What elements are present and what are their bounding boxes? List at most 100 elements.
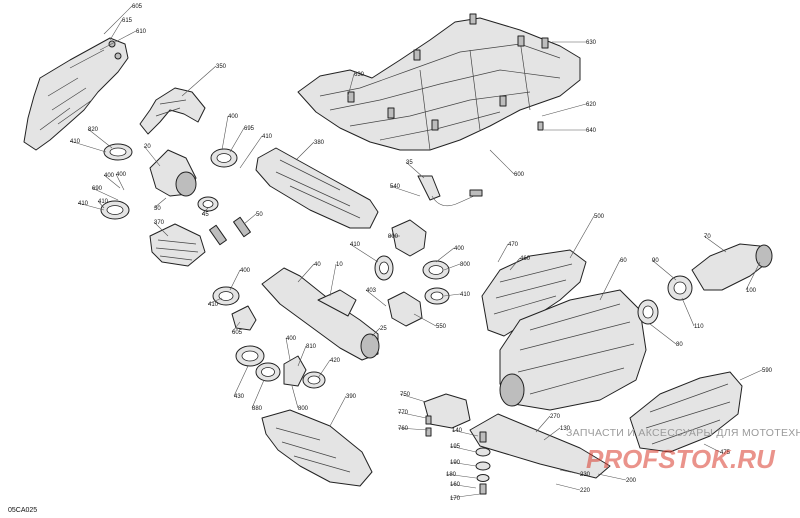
gasket-80 [637,299,659,325]
part-callout-403: 403 [366,288,377,294]
part-callout-220: 220 [580,488,591,494]
leader-line [543,427,561,441]
part-callout-140: 140 [452,428,463,434]
hardware-stack [425,415,491,495]
leader-line [443,293,461,297]
leader-line [297,345,307,367]
leader-line [153,221,169,237]
clamp-880 [255,362,281,382]
leader-line [389,185,421,197]
part-callout-350: 350 [216,64,227,70]
leader-line [329,395,347,427]
leader-line [233,365,249,397]
clamp-400-top [210,148,238,168]
leader-line [153,197,167,209]
part-callout-410: 410 [208,302,219,308]
heat-shield-390 [261,409,373,487]
clamp-420 [302,371,326,389]
clamp-820 [103,143,133,161]
part-callout-630: 630 [354,72,365,78]
part-callout-470: 470 [508,242,519,248]
part-callout-610: 610 [136,29,147,35]
part-callout-460: 460 [520,256,531,262]
part-callout-410: 410 [350,242,361,248]
part-callout-410: 410 [262,134,273,140]
part-callout-630: 630 [586,40,597,46]
part-callout-110: 110 [694,324,704,330]
part-callout-605: 605 [132,4,143,10]
leader-line [109,19,123,41]
leader-line [87,128,113,149]
leader-line [397,411,427,419]
leader-line [347,73,355,97]
leader-line [103,5,133,35]
part-callout-695: 695 [244,126,255,132]
leader-line [349,243,379,263]
leader-line [317,359,331,379]
leader-line [703,443,721,453]
part-callout-400: 400 [116,172,127,178]
part-callout-410: 410 [78,201,89,207]
elbow-pipe-20 [149,149,197,197]
skid-plate-600 [297,13,581,151]
part-callout-760: 760 [398,426,409,432]
part-callout-410: 410 [98,199,109,205]
leader-line [413,313,437,327]
gasket-800-mid [391,219,427,257]
part-callout-550: 550 [436,324,447,330]
bellows-370 [149,223,206,267]
part-callout-390: 390 [346,394,357,400]
gasket-350 [139,87,206,135]
diagram-reference-code: 05CA025 [8,507,37,514]
part-callout-50: 50 [256,212,263,218]
flange-605 [231,305,257,331]
part-callout-750: 750 [400,392,411,398]
leader-line [739,369,763,381]
leader-line [445,473,477,479]
part-callout-20: 20 [144,144,151,150]
part-callout-40: 40 [314,262,321,268]
part-callout-590: 590 [762,368,773,374]
part-callout-80: 80 [676,342,683,348]
heat-shield-610 [23,37,129,151]
leader-line [649,323,677,345]
leader-line [291,385,299,409]
part-callout-270: 270 [550,414,561,420]
leader-line [449,493,481,499]
part-callout-640: 640 [586,128,597,134]
part-callout-800: 800 [460,262,471,268]
part-callout-400: 400 [286,336,297,342]
leader-line [229,269,241,291]
leader-line [681,297,695,327]
leader-line [449,483,477,489]
part-callout-800: 800 [388,234,399,240]
callout-labels: 6056156103504006308202041040069541038041… [70,4,773,502]
part-callout-25: 25 [380,326,387,332]
part-callout-130: 130 [560,426,571,432]
leader-line [231,321,241,333]
part-callout-370: 370 [154,220,165,226]
leader-line [555,483,581,491]
muffler-60 [499,289,647,411]
clamp-430 [235,345,265,367]
leader-line [201,207,209,215]
part-callout-540: 540 [390,184,401,190]
leader-line [243,213,257,225]
part-callout-180: 180 [446,472,457,478]
leader-line [99,30,137,51]
part-callout-400: 400 [454,246,465,252]
part-callout-620: 620 [586,102,597,108]
leader-line [745,261,761,291]
part-callout-475: 475 [720,450,731,456]
leader-line [451,429,479,437]
clamp-410-left [100,200,130,220]
leader-line [405,161,425,179]
leader-line [371,327,381,337]
leader-line [239,135,263,169]
part-callout-500: 500 [594,214,605,220]
leader-line [103,174,121,189]
part-callout-810: 810 [306,344,317,350]
clamp-410-mid [374,255,394,281]
heat-shield-590 [629,371,743,453]
part-callout-880: 880 [252,406,263,412]
